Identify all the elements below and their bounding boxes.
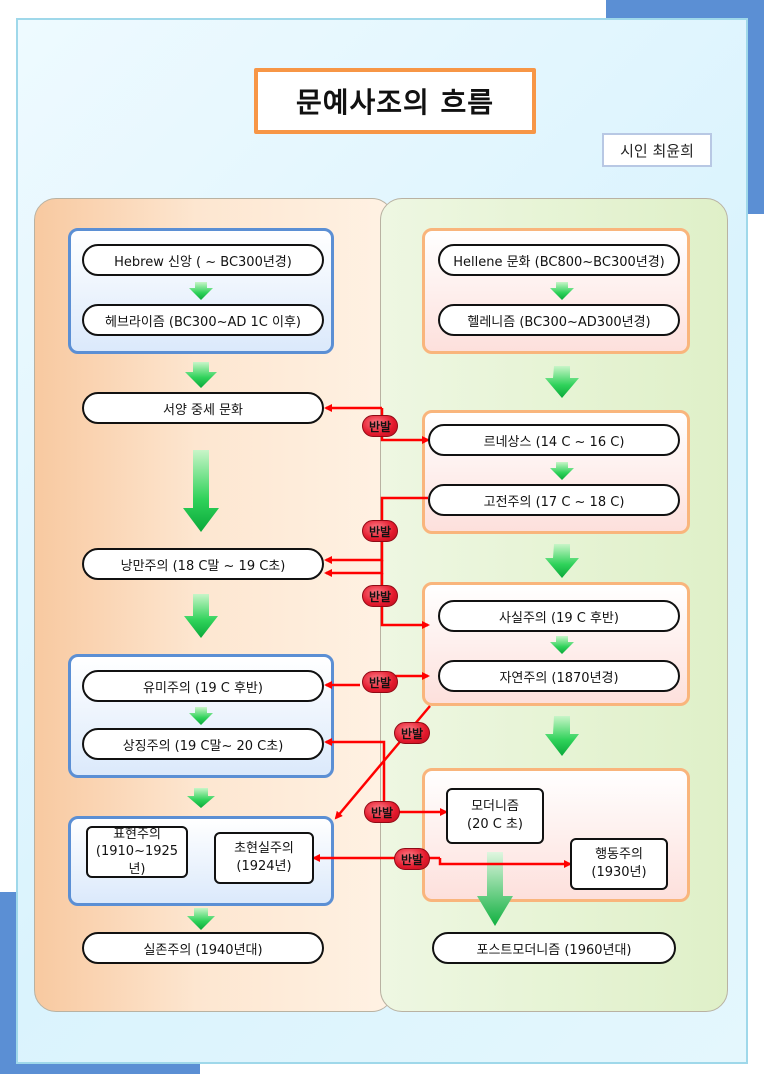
corner-decoration-top [606, 0, 764, 18]
author-label: 시인 최윤희 [602, 133, 712, 167]
expressionism-period: (1910~1925년) [95, 844, 179, 877]
node-modernism: 모더니즘 (20 C 초) [446, 788, 544, 844]
reaction-badge: 반발 [364, 801, 400, 823]
node-hebraism: 헤브라이즘 (BC300~AD 1C 이후) [82, 304, 324, 336]
node-hellenism: 헬레니즘 (BC300~AD300년경) [438, 304, 680, 336]
node-realism: 사실주의 (19 C 후반) [438, 600, 680, 632]
node-classicism: 고전주의 (17 C ~ 18 C) [428, 484, 680, 516]
corner-decoration-left [0, 892, 16, 1074]
reaction-badge: 반발 [362, 415, 398, 437]
node-hebrew-faith: Hebrew 신앙 ( ~ BC300년경) [82, 244, 324, 276]
green-arrow-romanticism-to-aestheticism [184, 594, 218, 638]
node-activism: 행동주의 (1930년) [570, 838, 668, 890]
reaction-badge: 반발 [394, 722, 430, 744]
node-romanticism: 낭만주의 (18 C말 ~ 19 C초) [82, 548, 324, 580]
surrealism-period: (1924년) [236, 859, 292, 874]
reaction-badge: 반발 [362, 520, 398, 542]
title-box: 문예사조의 흐름 [254, 68, 536, 134]
activism-label: 행동주의 [595, 847, 643, 863]
green-arrow-aestheticism-to-symbolism [189, 707, 213, 725]
green-arrow-realism-to-naturalism [550, 636, 574, 654]
green-arrow-modernism-to-postmodernism [477, 852, 513, 926]
green-arrow-hebrew-to-hebraism [189, 282, 213, 300]
page-title: 문예사조의 흐름 [258, 72, 532, 130]
reaction-badge: 반발 [362, 671, 398, 693]
green-arrow-naturalism-to-modernism [545, 716, 579, 756]
modernism-period: (20 C 초) [467, 817, 523, 832]
node-aestheticism: 유미주의 (19 C 후반) [82, 670, 324, 702]
node-naturalism: 자연주의 (1870년경) [438, 660, 680, 692]
surrealism-label: 초현실주의 [234, 841, 294, 857]
expressionism-label: 표현주의 [113, 826, 161, 842]
activism-period: (1930년) [591, 865, 647, 880]
node-renaissance: 르네상스 (14 C ~ 16 C) [428, 424, 680, 456]
reaction-badge: 반발 [362, 585, 398, 607]
green-arrow-classicism-to-realism [545, 544, 579, 578]
node-hellene-culture: Hellene 문화 (BC800~BC300년경) [438, 244, 680, 276]
node-expressionism: 표현주의 (1910~1925년) [86, 826, 188, 878]
green-arrow-hebraism-to-medieval [185, 362, 217, 388]
green-arrow-hellene-to-hellenism [550, 282, 574, 300]
green-arrow-symbolism-to-avantgarde [187, 788, 215, 808]
corner-decoration-right [746, 0, 764, 214]
node-surrealism: 초현실주의 (1924년) [214, 832, 314, 884]
node-existentialism: 실존주의 (1940년대) [82, 932, 324, 964]
green-arrow-hellenism-to-renaissance [545, 366, 579, 398]
green-arrow-renaissance-to-classicism [550, 462, 574, 480]
green-arrow-avantgarde-to-existentialism [187, 908, 215, 930]
node-western-medieval-culture: 서양 중세 문화 [82, 392, 324, 424]
reaction-badge: 반발 [394, 848, 430, 870]
node-postmodernism: 포스트모더니즘 (1960년대) [432, 932, 676, 964]
node-symbolism: 상징주의 (19 C말~ 20 C초) [82, 728, 324, 760]
modernism-label: 모더니즘 [471, 799, 519, 815]
green-arrow-medieval-to-romanticism [183, 450, 219, 532]
